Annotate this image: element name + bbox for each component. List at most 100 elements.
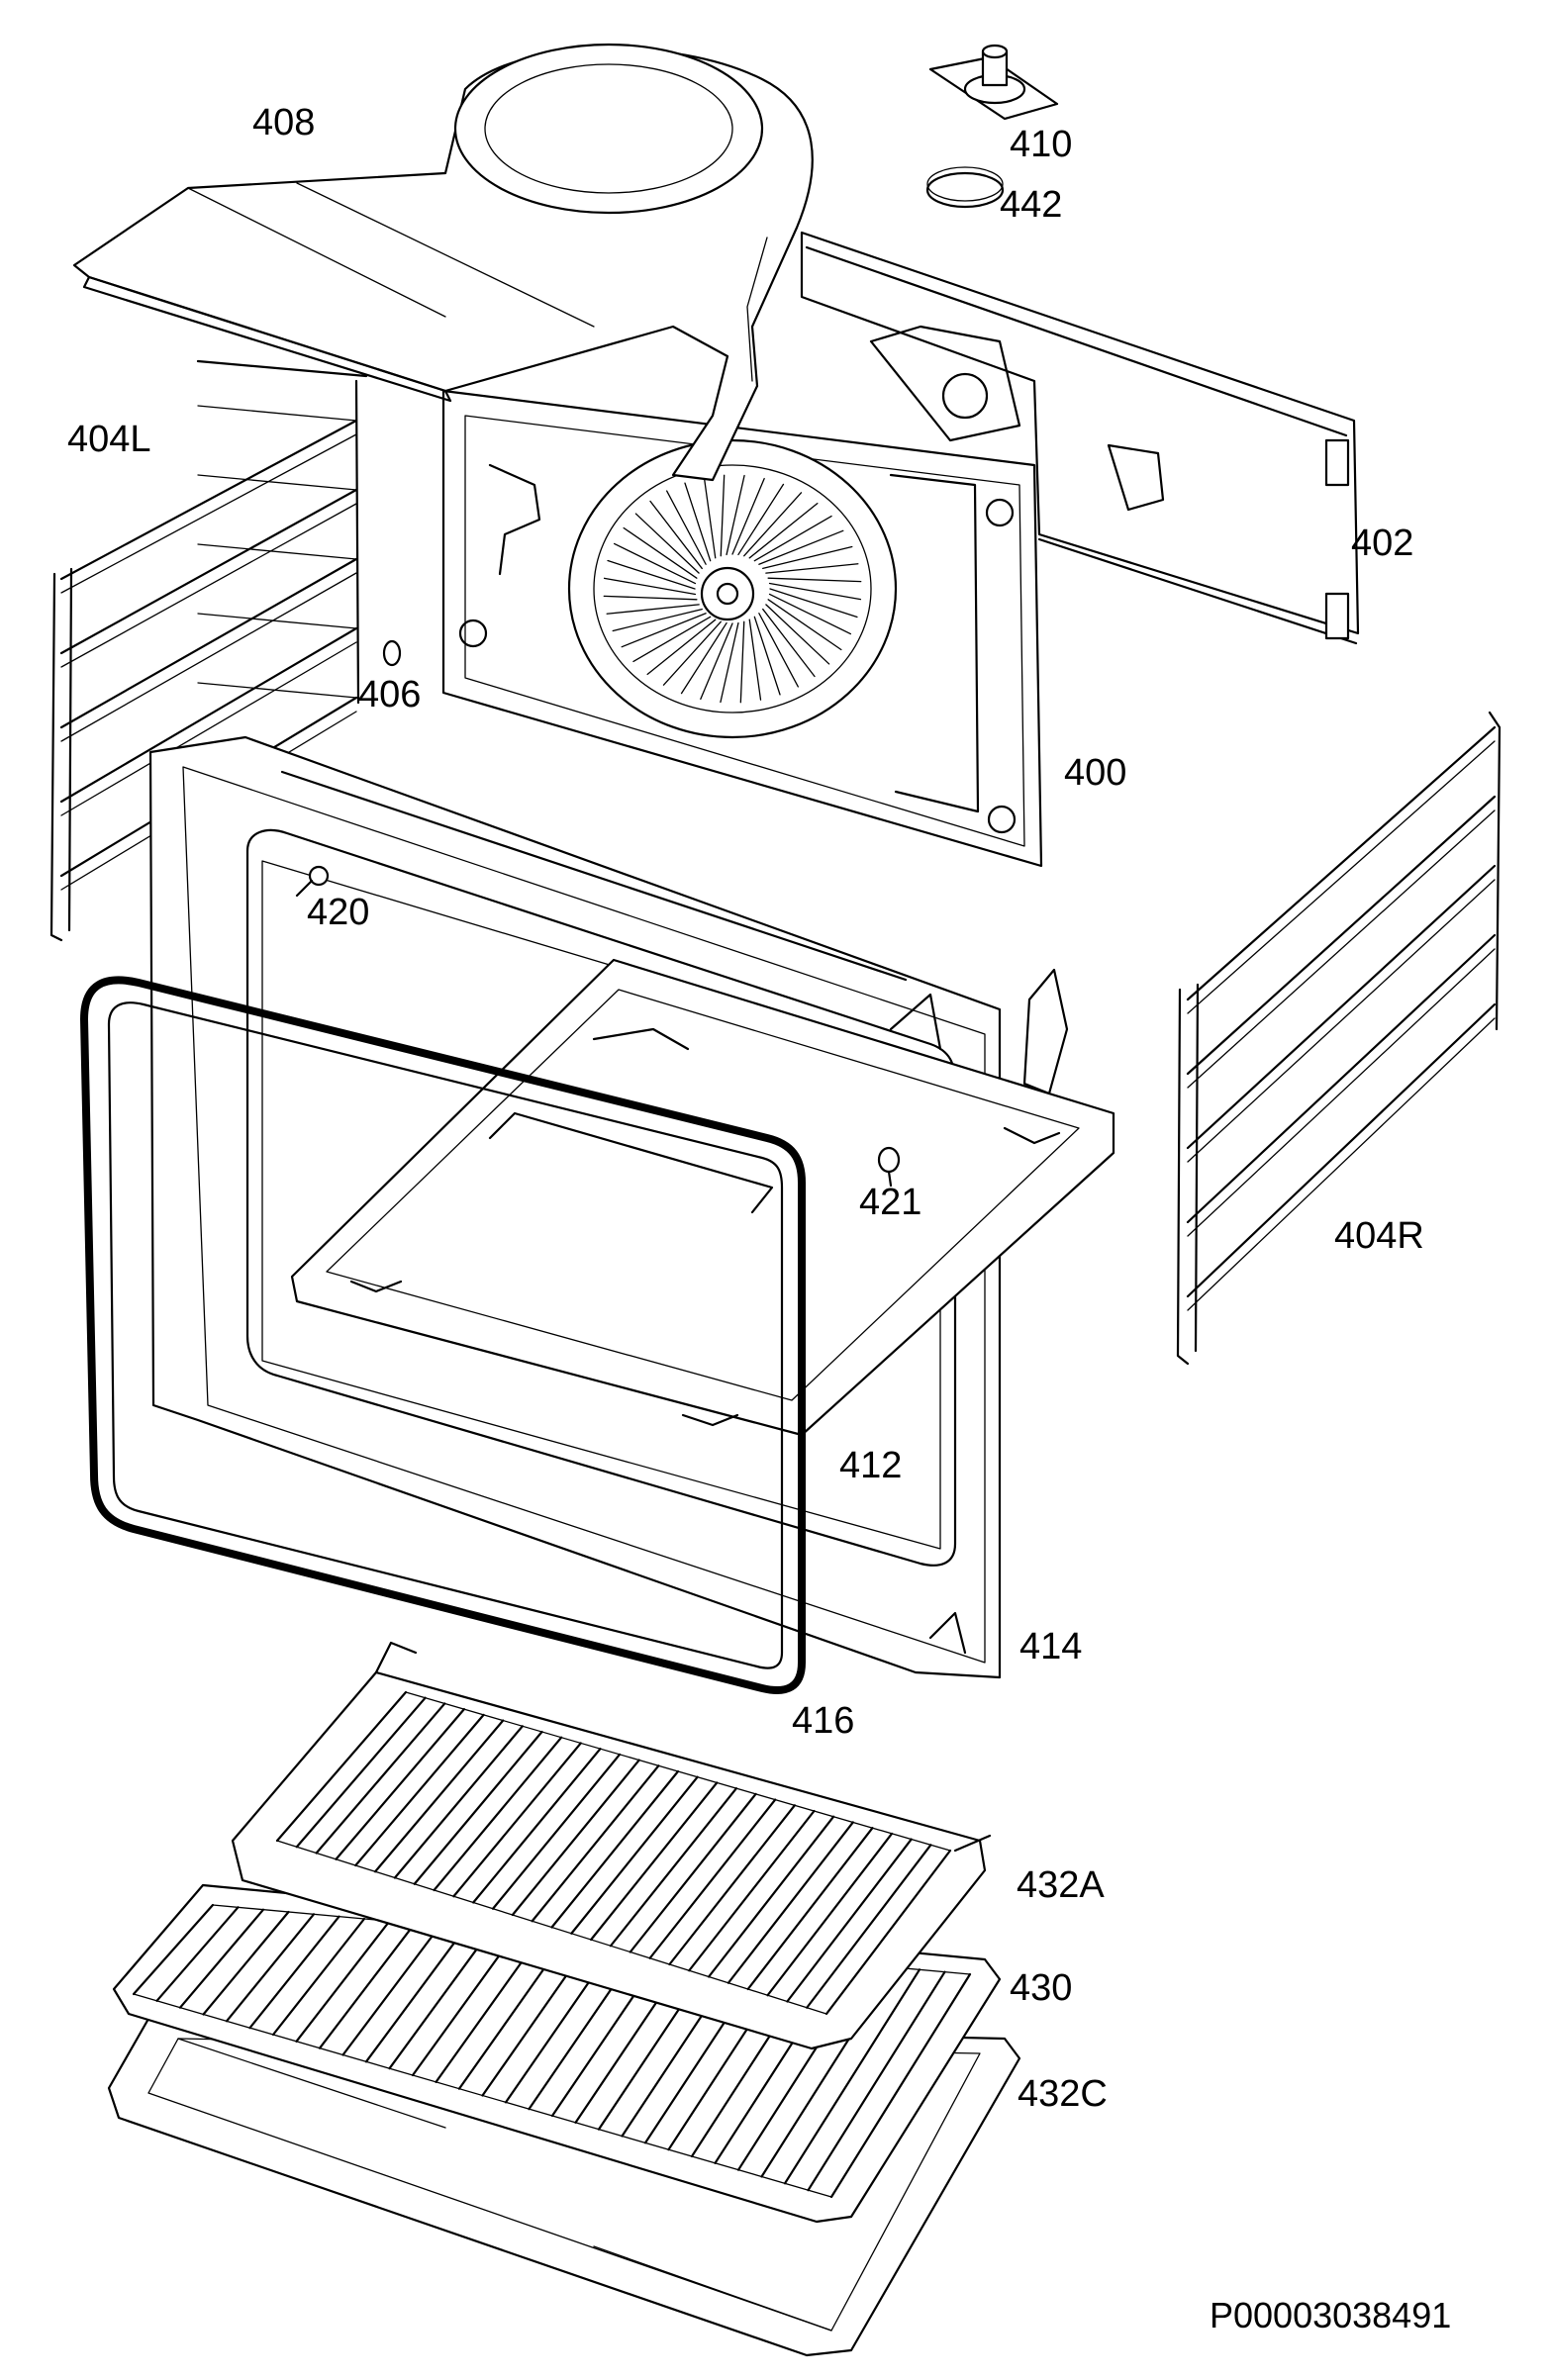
grill-bar [452, 1742, 582, 1898]
fan-spoke [603, 577, 697, 596]
shelf-rail [197, 613, 357, 629]
rack-bar [248, 1915, 340, 2030]
label-420: 420 [307, 892, 370, 933]
label-408: 408 [252, 102, 316, 143]
part-416-door-gasket [80, 976, 806, 1695]
fan-spoke [623, 526, 698, 579]
fan-spoke [748, 502, 819, 559]
shelf-rail [60, 433, 357, 594]
label-404L: 404L [67, 419, 151, 460]
grill-bar [806, 1844, 932, 2009]
rack-bar [202, 1910, 290, 2016]
label-402: 402 [1351, 523, 1414, 564]
fan-spoke [666, 490, 707, 565]
label-430: 430 [1010, 1967, 1073, 2009]
part-421-screw [877, 1146, 901, 1188]
grill-bar [688, 1809, 816, 1972]
part-442-lamp-glass [925, 166, 1005, 209]
shelf-rail [197, 543, 357, 560]
fan-spoke [634, 513, 700, 574]
fan-spoke [612, 608, 703, 632]
label-400: 400 [1064, 752, 1127, 794]
rack-bar [132, 1903, 215, 1996]
shelf-rail [1187, 879, 1496, 1163]
shelf-rail [60, 641, 357, 816]
grill-bar [354, 1713, 485, 1867]
fan-spoke [758, 529, 844, 565]
grill-bar [511, 1759, 640, 1917]
fan-spoke [769, 588, 858, 619]
rack-bar [155, 1906, 240, 2002]
grill-bar [766, 1832, 894, 1997]
shelf-rail [59, 488, 358, 655]
grill-bar [531, 1764, 660, 1923]
fan-spoke [767, 599, 842, 651]
label-432C: 432C [1018, 2073, 1108, 2115]
document-id: P00003038491 [1210, 2295, 1452, 2335]
shelf-rail [59, 419, 358, 581]
fan-spoke [753, 616, 781, 696]
fan-spoke [720, 621, 739, 704]
fan-spoke [662, 620, 722, 686]
shelf-rail [60, 503, 357, 668]
label-412: 412 [839, 1445, 903, 1486]
fan-spoke [753, 515, 832, 562]
grill-bar [315, 1702, 446, 1855]
fan-spoke [607, 559, 696, 590]
part-404L-left-shelf-support [49, 359, 368, 942]
rack-bar [271, 1917, 366, 2037]
part-410-lamp-holder [928, 44, 1059, 121]
grill-bar [295, 1696, 427, 1849]
shelf-rail [1187, 809, 1496, 1089]
shelf-rail [60, 572, 357, 742]
grill-bar [707, 1815, 835, 1978]
fan-spoke [765, 604, 830, 665]
part-404R-right-shelf-support [1176, 711, 1502, 1366]
grill-bar [648, 1798, 777, 1959]
grill-bar [609, 1787, 738, 1948]
label-404R: 404R [1334, 1215, 1424, 1257]
shelf-rail [1186, 795, 1497, 1076]
shelf-rail [1187, 740, 1496, 1014]
grill-bar [393, 1725, 524, 1879]
grill-bar [746, 1827, 874, 1991]
rack-bar [388, 1929, 492, 2070]
part-400-rear-panel [441, 389, 1043, 868]
rack-bar [318, 1922, 417, 2049]
fan-spoke [726, 474, 745, 556]
fan-spoke [767, 577, 862, 583]
grill-bar [668, 1804, 796, 1966]
rack-bar [295, 1920, 391, 2043]
grill-bar [491, 1753, 622, 1910]
shelf-rail [197, 405, 357, 422]
label-432A: 432A [1017, 1864, 1105, 1906]
grill-bar [472, 1748, 602, 1904]
grill-bar [786, 1838, 913, 2003]
label-410: 410 [1010, 124, 1073, 165]
shelf-rail [59, 626, 358, 804]
shelf-rail [197, 474, 357, 491]
grill-bar [433, 1736, 563, 1892]
shelf-rail [1186, 933, 1497, 1224]
fan-spoke [703, 477, 717, 559]
fan-spoke [762, 545, 853, 570]
fan-spoke [748, 619, 762, 701]
rack-bar [178, 1908, 265, 2009]
fan-spoke [762, 608, 816, 678]
fan-spoke [646, 619, 717, 676]
rack-bar [807, 1970, 946, 2192]
fan-spoke [680, 621, 727, 695]
shelf-rail [1186, 1002, 1497, 1298]
rack-bar [341, 1924, 441, 2056]
fan-spoke [621, 613, 707, 648]
grill-bar [374, 1719, 505, 1873]
fan-spoke [737, 483, 785, 556]
part-412-inner-frame [290, 958, 1115, 1437]
fan-spoke [700, 622, 733, 701]
grill-bar [590, 1781, 719, 1942]
grill-bar [629, 1792, 757, 1953]
grill-bar [824, 1849, 952, 2016]
shelf-rail [1187, 948, 1496, 1237]
